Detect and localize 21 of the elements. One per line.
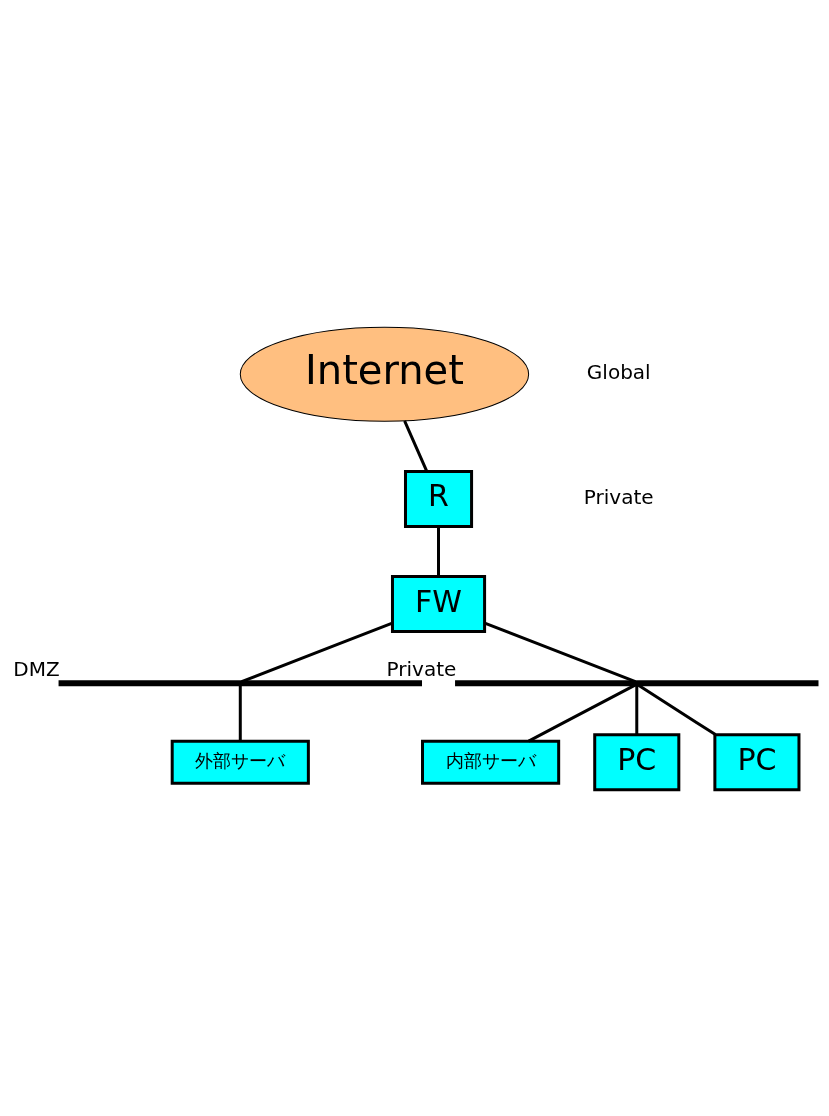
node-bar bbox=[58, 679, 422, 686]
node-label: Private bbox=[386, 656, 456, 681]
node-box: 外部サーバ bbox=[170, 739, 310, 785]
connector bbox=[636, 683, 716, 736]
node-bar bbox=[454, 679, 818, 686]
label: Private bbox=[583, 484, 654, 509]
node-box: PC bbox=[592, 732, 680, 791]
label: Global bbox=[586, 359, 651, 384]
node-box: PC bbox=[712, 732, 800, 791]
node-box: 内部サーバ bbox=[420, 739, 560, 785]
node-ellipse: Internet bbox=[239, 326, 529, 422]
connector bbox=[436, 526, 440, 576]
node-box: FW bbox=[390, 574, 486, 633]
connector bbox=[483, 621, 636, 683]
node-label: DMZ bbox=[12, 656, 60, 681]
connector bbox=[402, 419, 428, 472]
connector bbox=[240, 621, 393, 683]
connector bbox=[634, 684, 638, 735]
connector bbox=[527, 683, 636, 742]
connector bbox=[238, 684, 242, 741]
node-box: R bbox=[403, 469, 473, 528]
